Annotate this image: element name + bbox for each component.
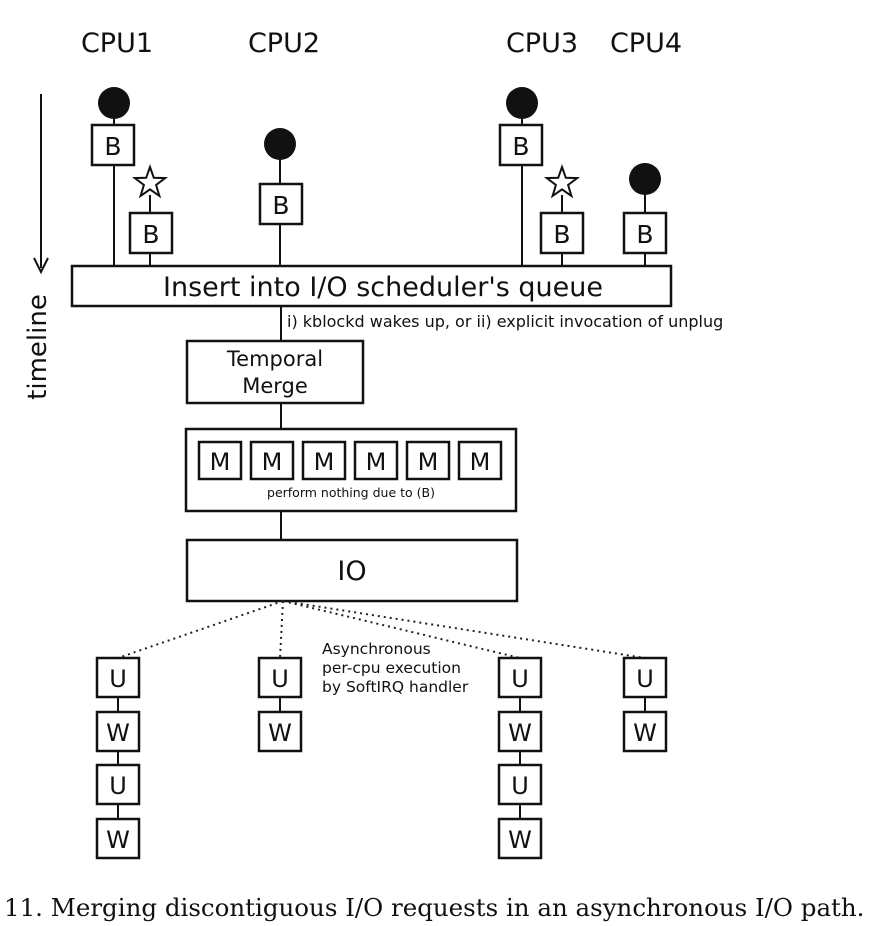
async-note-line1: Asynchronous bbox=[322, 640, 431, 658]
barrier-box: B bbox=[90, 123, 136, 167]
temporal-merge-box: Temporal Merge bbox=[185, 339, 365, 405]
unplug-box: U bbox=[95, 656, 141, 699]
svg-text:U: U bbox=[109, 665, 127, 693]
svg-text:M: M bbox=[314, 448, 335, 476]
async-note-line2: per-cpu execution bbox=[322, 659, 461, 677]
svg-text:W: W bbox=[268, 719, 292, 747]
unplug-box: U bbox=[257, 656, 303, 699]
merge-box: M bbox=[249, 440, 295, 481]
barrier-box: B bbox=[622, 211, 668, 255]
write-box: W bbox=[622, 710, 668, 753]
svg-text:U: U bbox=[271, 665, 289, 693]
io-box: IO bbox=[185, 538, 519, 603]
unplug-box: U bbox=[622, 656, 668, 699]
svg-text:B: B bbox=[636, 220, 653, 249]
write-box: W bbox=[95, 710, 141, 753]
write-box: W bbox=[257, 710, 303, 753]
svg-text:M: M bbox=[210, 448, 231, 476]
star-icon bbox=[543, 163, 581, 199]
merge-group: M M M M M M perform nothing due to (B) bbox=[184, 427, 518, 513]
softirq-dispatch-lines bbox=[117, 600, 646, 659]
request-dot bbox=[98, 87, 130, 119]
svg-text:W: W bbox=[106, 719, 130, 747]
svg-text:IO: IO bbox=[337, 556, 366, 587]
svg-text:B: B bbox=[553, 220, 570, 249]
svg-text:B: B bbox=[142, 220, 159, 249]
svg-text:B: B bbox=[104, 132, 121, 161]
merge-box: M bbox=[353, 440, 399, 481]
write-box: W bbox=[95, 817, 141, 860]
insert-queue-box: Insert into I/O scheduler's queue bbox=[70, 264, 673, 308]
cpu1-label: CPU1 bbox=[81, 28, 153, 59]
barrier-box: B bbox=[258, 182, 304, 226]
svg-text:U: U bbox=[636, 665, 654, 693]
svg-text:Temporal: Temporal bbox=[226, 347, 323, 371]
star-icon bbox=[131, 163, 169, 199]
svg-text:U: U bbox=[109, 772, 127, 800]
write-box: W bbox=[497, 710, 543, 753]
svg-text:W: W bbox=[508, 719, 532, 747]
wake-note: i) kblockd wakes up, or ii) explicit inv… bbox=[287, 312, 723, 331]
timeline-arrow bbox=[33, 94, 49, 275]
barrier-box: B bbox=[498, 123, 544, 167]
barrier-box: B bbox=[128, 211, 174, 255]
request-dot bbox=[629, 163, 661, 195]
write-box: W bbox=[497, 817, 543, 860]
figure-caption: 11. Merging discontiguous I/O requests i… bbox=[4, 893, 864, 922]
insert-queue-label: Insert into I/O scheduler's queue bbox=[163, 272, 603, 303]
svg-text:U: U bbox=[511, 772, 529, 800]
cpu2-label: CPU2 bbox=[248, 28, 320, 59]
request-dot bbox=[506, 87, 538, 119]
merge-box: M bbox=[405, 440, 451, 481]
svg-text:M: M bbox=[262, 448, 283, 476]
unplug-box: U bbox=[95, 763, 141, 806]
merge-box: M bbox=[301, 440, 347, 481]
svg-text:M: M bbox=[470, 448, 491, 476]
cpu3-label: CPU3 bbox=[506, 28, 578, 59]
timeline-label: timeline bbox=[23, 294, 53, 400]
merge-box: M bbox=[457, 440, 503, 481]
svg-text:W: W bbox=[633, 719, 657, 747]
barrier-box: B bbox=[539, 211, 585, 255]
unplug-box: U bbox=[497, 763, 543, 806]
request-dot bbox=[264, 128, 296, 160]
svg-text:B: B bbox=[512, 132, 529, 161]
svg-text:U: U bbox=[511, 665, 529, 693]
svg-text:M: M bbox=[366, 448, 387, 476]
merge-note: perform nothing due to (B) bbox=[267, 485, 435, 500]
unplug-box: U bbox=[497, 656, 543, 699]
svg-text:Merge: Merge bbox=[242, 374, 308, 398]
merge-box: M bbox=[197, 440, 243, 481]
svg-text:B: B bbox=[272, 191, 289, 220]
svg-text:W: W bbox=[508, 826, 532, 854]
svg-text:W: W bbox=[106, 826, 130, 854]
cpu4-label: CPU4 bbox=[610, 28, 682, 59]
svg-text:M: M bbox=[418, 448, 439, 476]
async-note-line3: by SoftIRQ handler bbox=[322, 678, 469, 696]
